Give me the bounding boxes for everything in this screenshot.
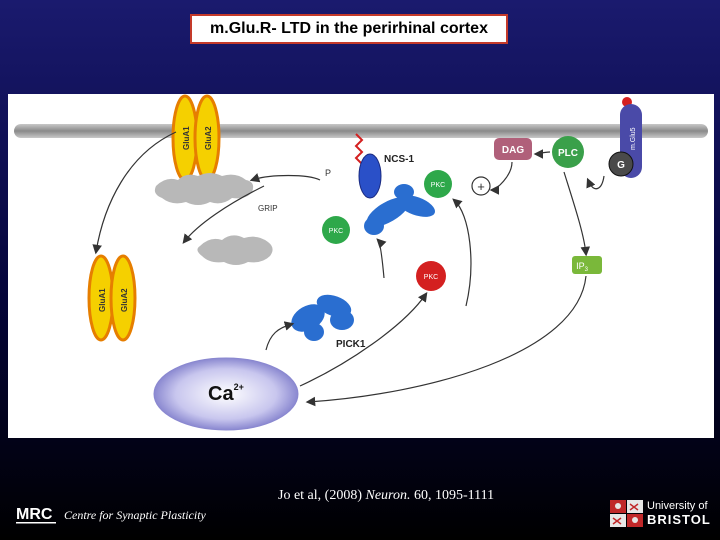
dag-box [494, 138, 532, 160]
citation-journal: Neuron. [365, 488, 411, 503]
university-line2: BRISTOL [647, 512, 711, 527]
grip-protein [154, 173, 254, 205]
glua1-label-internal: GluA1 [98, 288, 107, 312]
pathway-arrows [92, 131, 605, 407]
university-line1: University of [647, 500, 708, 512]
pkc-label-3: PKC [424, 274, 438, 281]
calcium-label: Ca2+ [208, 382, 244, 405]
pkc-active-membrane: PKC [322, 216, 350, 244]
university-name: University of BRISTOL [647, 500, 711, 526]
pick1-ncs1-complex [364, 184, 436, 235]
citation: Jo et al, (2008) Neuron. 60, 1095-1111 [278, 488, 494, 504]
g-label: G [617, 160, 625, 171]
ncs1-protein [358, 153, 382, 199]
glua2-label: GluA2 [204, 126, 213, 150]
pkc-label-2: PKC [329, 228, 343, 235]
ampa-receptor-membrane: GluA1 GluA2 [171, 94, 221, 182]
mrc-logo-text: MRC [16, 506, 53, 523]
glua2-label-internal: GluA2 [120, 288, 129, 312]
plasma-membrane [14, 124, 708, 138]
grip-label: GRIP [258, 204, 278, 213]
ip3-box [572, 256, 602, 274]
pick1-label: PICK1 [336, 339, 366, 350]
citation-details: 60, 1095-1111 [410, 488, 495, 503]
pkc-active-near-pick1: PKC [424, 170, 452, 198]
ip3-label: IP3 [576, 261, 589, 273]
signaling-pathway-diagram: GluA1 GluA2 GluA1 GluA2 GRIP P NCS-1 [8, 94, 714, 438]
calcium-store [153, 357, 299, 431]
centre-label: Centre for Synaptic Plasticity [64, 508, 206, 522]
bristol-crest-logo [610, 500, 643, 527]
pkc-label-1: PKC [431, 182, 445, 189]
g-protein [608, 151, 634, 177]
plc-protein [552, 136, 584, 168]
ampa-receptor-internalized: GluA1 GluA2 [87, 254, 137, 342]
glua1-label: GluA1 [182, 126, 191, 150]
mglu5-label: m.Glu5 [630, 127, 637, 150]
slide-title: m.Glu.R- LTD in the perirhinal cortex [190, 14, 508, 44]
myristoyl-anchor [354, 133, 364, 165]
pkc-inactive: PKC [416, 261, 446, 291]
pick1-protein [291, 294, 354, 341]
phospho-label: P [325, 168, 331, 178]
ncs1-label: NCS-1 [384, 154, 414, 165]
grip-protein-free [197, 235, 273, 265]
citation-year: , (2008) [317, 488, 366, 503]
mrc-logo: MRC [16, 506, 56, 524]
plc-label: PLC [558, 148, 578, 159]
plus-label: + [477, 179, 485, 194]
dag-label: DAG [502, 145, 524, 156]
citation-authors: Jo et al [278, 488, 318, 503]
